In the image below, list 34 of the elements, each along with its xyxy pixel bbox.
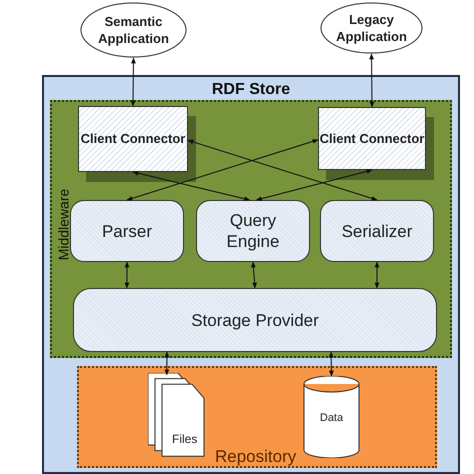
arrow	[130, 57, 136, 107]
arrow	[251, 261, 257, 289]
arrow	[328, 351, 334, 377]
middleware-panel	[50, 100, 452, 358]
node-label: Legacy Application	[335, 11, 408, 45]
arrow	[374, 261, 380, 289]
storage-box	[73, 288, 437, 352]
node-label: Semantic Application	[97, 13, 170, 47]
node-label: Files	[172, 431, 198, 448]
component-box	[196, 200, 310, 262]
panel-title: RDF Store	[210, 80, 292, 100]
node-label: Storage Provider	[190, 310, 320, 330]
node-label: Parser	[100, 220, 154, 242]
arrow	[126, 139, 319, 201]
arrow	[132, 170, 250, 202]
node-label: Client Connector	[320, 130, 424, 148]
application-cloud	[320, 2, 423, 54]
node-label: Client Connector	[80, 130, 186, 148]
store-panel	[42, 75, 460, 474]
arrow	[124, 261, 130, 289]
arrow	[187, 140, 378, 201]
database-cylinder	[303, 376, 360, 458]
node-label: Data	[318, 411, 344, 426]
arrow	[369, 53, 374, 108]
component-box	[320, 200, 434, 262]
node-label: Serializer	[340, 220, 414, 242]
panel-title: Repository	[215, 446, 296, 468]
arrow	[256, 169, 373, 201]
panel-title: Middleware	[54, 188, 72, 262]
node-label: Query Engine	[226, 210, 280, 252]
repository-panel	[77, 366, 437, 468]
application-cloud	[80, 2, 187, 58]
arrow	[164, 351, 170, 376]
component-box	[70, 200, 184, 262]
